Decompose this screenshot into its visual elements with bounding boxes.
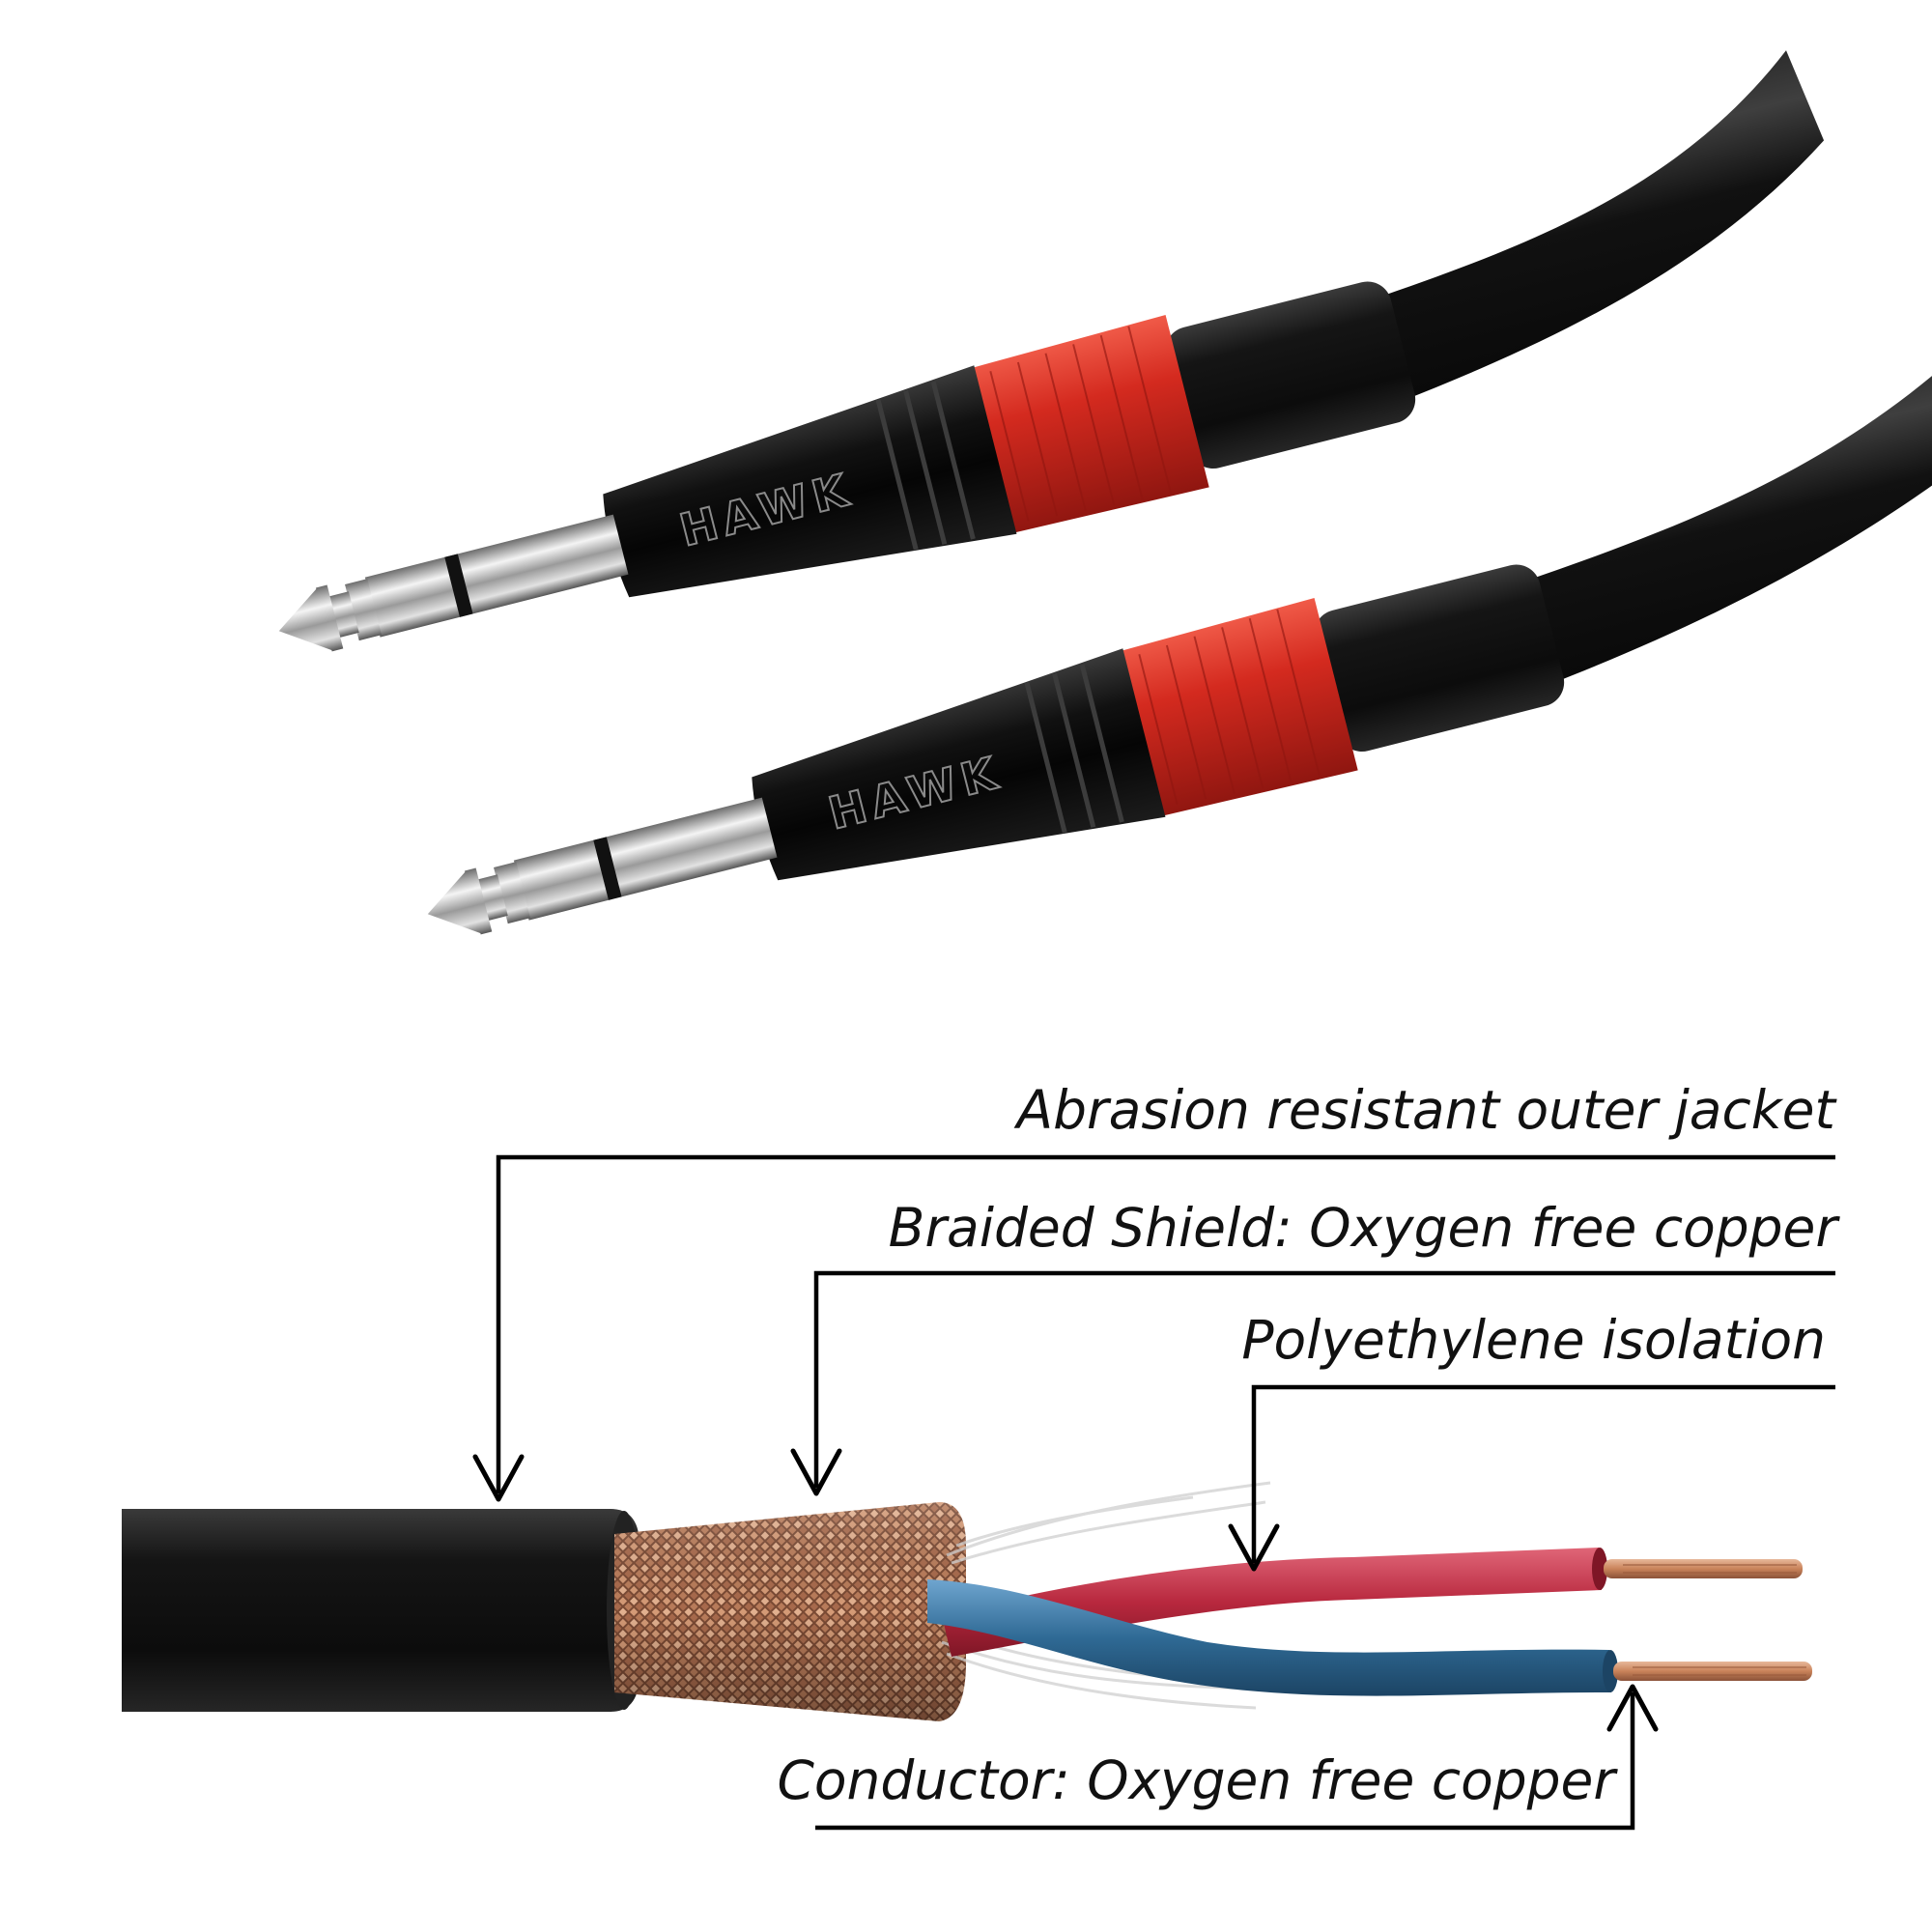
callout-label-isolation: Polyethylene isolation xyxy=(1241,1309,1826,1371)
filler-strands xyxy=(941,1481,1271,1710)
cable-cutaway xyxy=(122,1481,1812,1721)
callout-label-shield: Braided Shield: Oxygen free copper xyxy=(889,1197,1841,1259)
red-wire-insulation xyxy=(942,1548,1602,1657)
strain-relief-top xyxy=(1165,281,1416,469)
red-collar-top xyxy=(969,315,1209,534)
callout-jacket: Abrasion resistant outer jacket xyxy=(472,1079,1838,1502)
plug-assembly-bottom: HAWK xyxy=(427,352,1932,935)
callout-conductor: Conductor: Oxygen free copper xyxy=(777,1684,1659,1831)
leader-line-shield xyxy=(813,1270,1835,1488)
red-conductor xyxy=(1604,1559,1803,1578)
callout-isolation: Polyethylene isolation xyxy=(1228,1309,1835,1572)
leader-line-jacket xyxy=(496,1154,1835,1493)
callout-shield: Braided Shield: Oxygen free copper xyxy=(790,1197,1841,1496)
blue-conductor xyxy=(1613,1662,1812,1681)
leader-line-conductor xyxy=(815,1692,1635,1831)
leader-line-isolation xyxy=(1251,1384,1835,1563)
blue-wire-insulation xyxy=(927,1579,1611,1696)
strain-relief-bottom xyxy=(1314,564,1565,753)
arrowhead-conductor xyxy=(1606,1684,1659,1732)
callout-label-jacket: Abrasion resistant outer jacket xyxy=(1014,1079,1838,1141)
plug-assembly-top: HAWK xyxy=(278,50,1825,652)
red-collar-bottom xyxy=(1118,598,1358,817)
tip-ring-sleeve-top xyxy=(278,514,629,652)
outer-jacket xyxy=(122,1509,639,1712)
callout-label-conductor: Conductor: Oxygen free copper xyxy=(777,1749,1618,1811)
arrowhead-shield xyxy=(790,1448,842,1496)
arrowhead-jacket xyxy=(472,1454,525,1502)
arrowhead-isolation xyxy=(1228,1523,1280,1572)
tip-ring-sleeve-bottom xyxy=(427,797,778,935)
